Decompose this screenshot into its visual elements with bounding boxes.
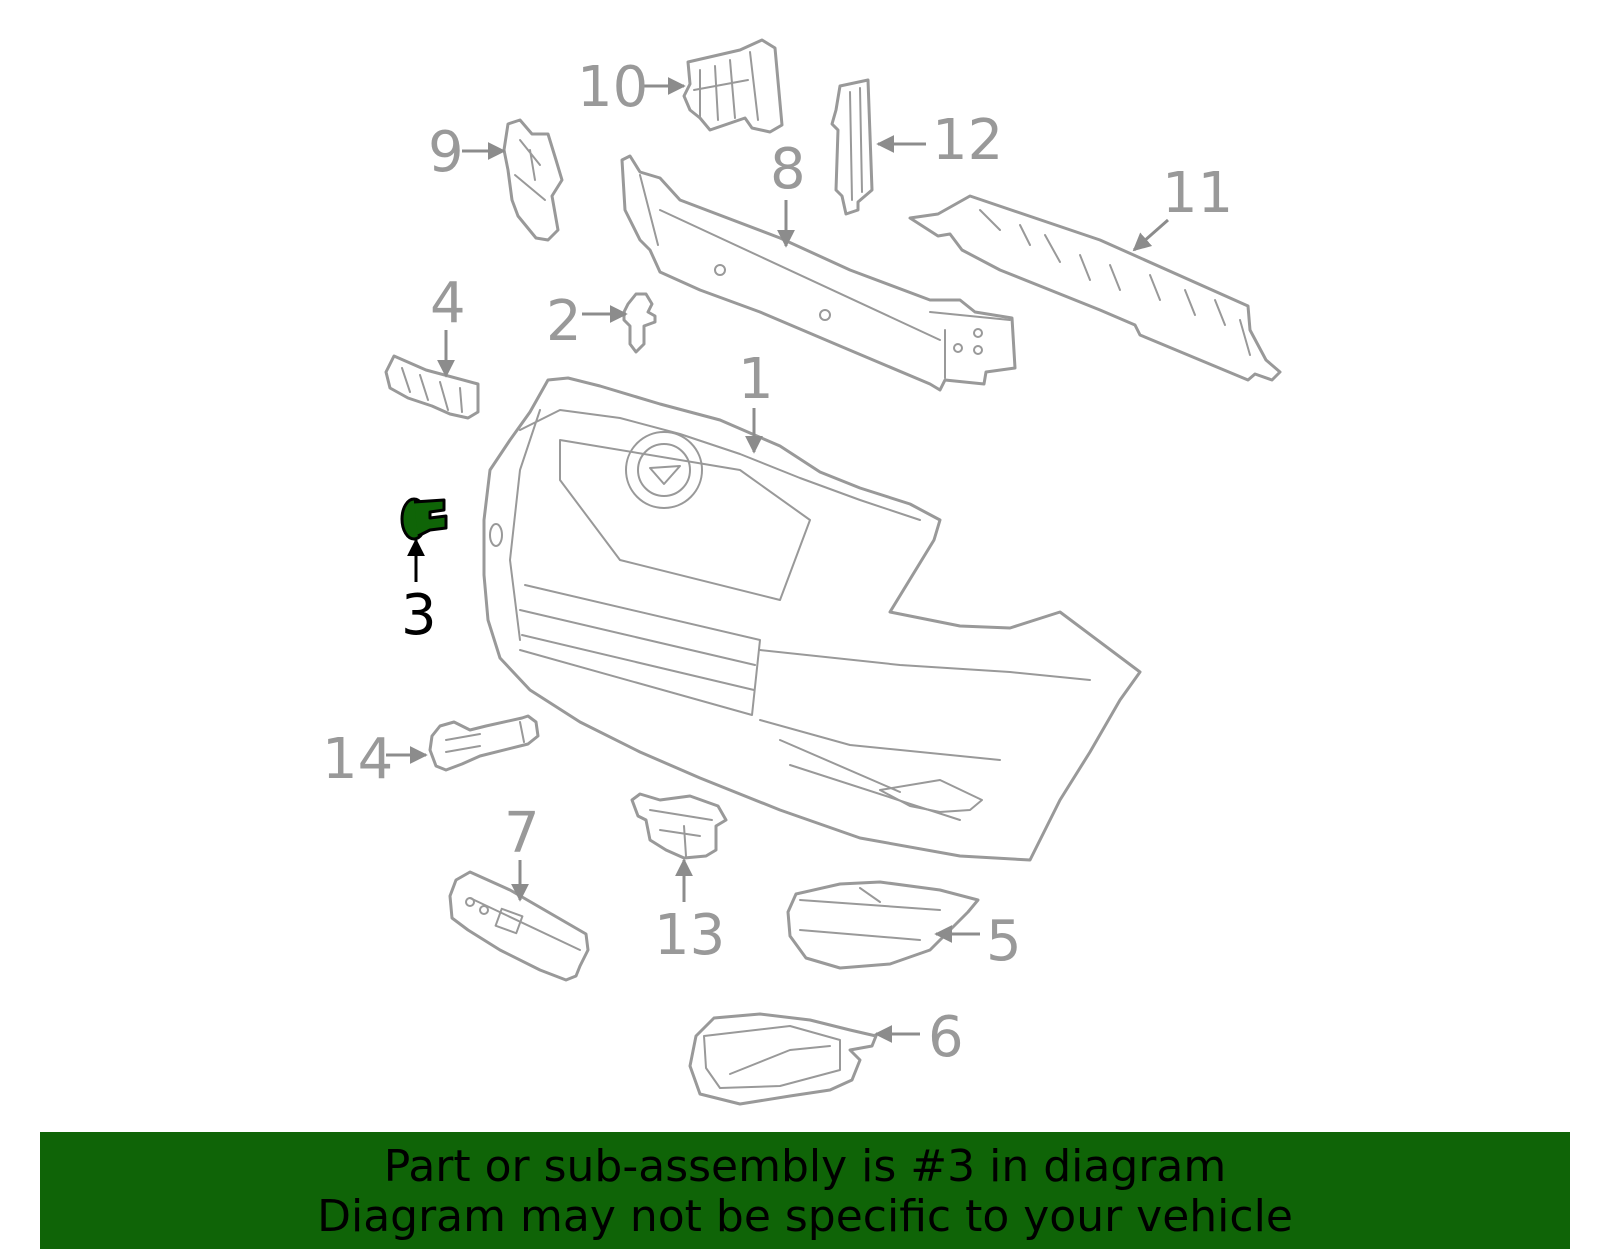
part-2-clip[interactable] [622, 292, 657, 354]
callout-number-5: 5 [986, 909, 1022, 974]
part-10-bracket[interactable] [682, 38, 784, 134]
callout-number-12: 12 [932, 108, 1003, 173]
callout-number-11: 11 [1162, 161, 1233, 226]
part-14-connector[interactable] [428, 714, 540, 772]
part-11-absorber[interactable] [908, 194, 1282, 382]
callout-number-14: 14 [322, 727, 393, 792]
part-6-lamp-cover[interactable] [688, 1012, 878, 1106]
callout-number-10: 10 [577, 55, 648, 120]
part-4-bracket[interactable] [384, 354, 480, 420]
callout-number-7: 7 [504, 801, 540, 866]
callout-number-1: 1 [738, 347, 774, 412]
callout-number-13: 13 [654, 903, 725, 968]
callout-number-8: 8 [770, 137, 806, 202]
callout-number-2: 2 [546, 289, 582, 354]
info-banner: Part or sub-assembly is #3 in diagram Di… [40, 1132, 1570, 1249]
callout-number-3: 3 [401, 583, 437, 648]
part-9-bracket[interactable] [502, 118, 564, 242]
part-13-sensor[interactable] [630, 792, 728, 860]
part-3-plug[interactable] [400, 497, 448, 541]
part-1-bumper-cover[interactable] [482, 376, 1142, 862]
part-8-reinforcement[interactable] [620, 154, 1017, 392]
part-12-bracket[interactable] [830, 78, 874, 216]
callout-number-6: 6 [928, 1005, 964, 1070]
banner-line-disclaimer: Diagram may not be specific to your vehi… [317, 1191, 1293, 1242]
callout-arrow-11 [1132, 218, 1169, 252]
callout-number-4: 4 [430, 271, 466, 336]
part-5-fog-lamp[interactable] [786, 880, 980, 970]
callout-number-9: 9 [428, 120, 464, 185]
banner-line-part: Part or sub-assembly is #3 in diagram [383, 1141, 1227, 1192]
